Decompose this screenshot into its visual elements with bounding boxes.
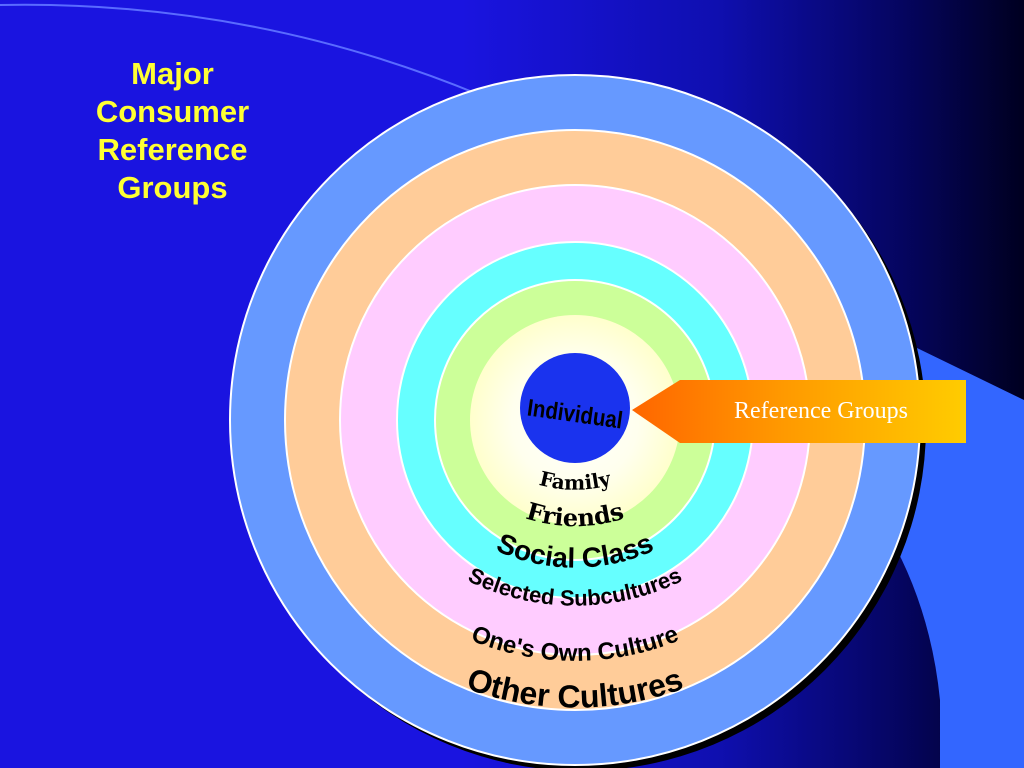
slide-title: Major Consumer Reference Groups: [55, 55, 290, 207]
background-swoosh-line: [0, 3, 481, 96]
title-line: Major: [131, 56, 214, 91]
title-line: Reference: [97, 132, 248, 167]
center-individual: [520, 353, 630, 463]
callout-arrow: [632, 380, 966, 443]
title-line: Groups: [117, 170, 228, 205]
ring-label-family: Family: [537, 466, 614, 495]
callout-label: Reference Groups: [734, 397, 908, 424]
title-line: Consumer: [95, 94, 250, 129]
